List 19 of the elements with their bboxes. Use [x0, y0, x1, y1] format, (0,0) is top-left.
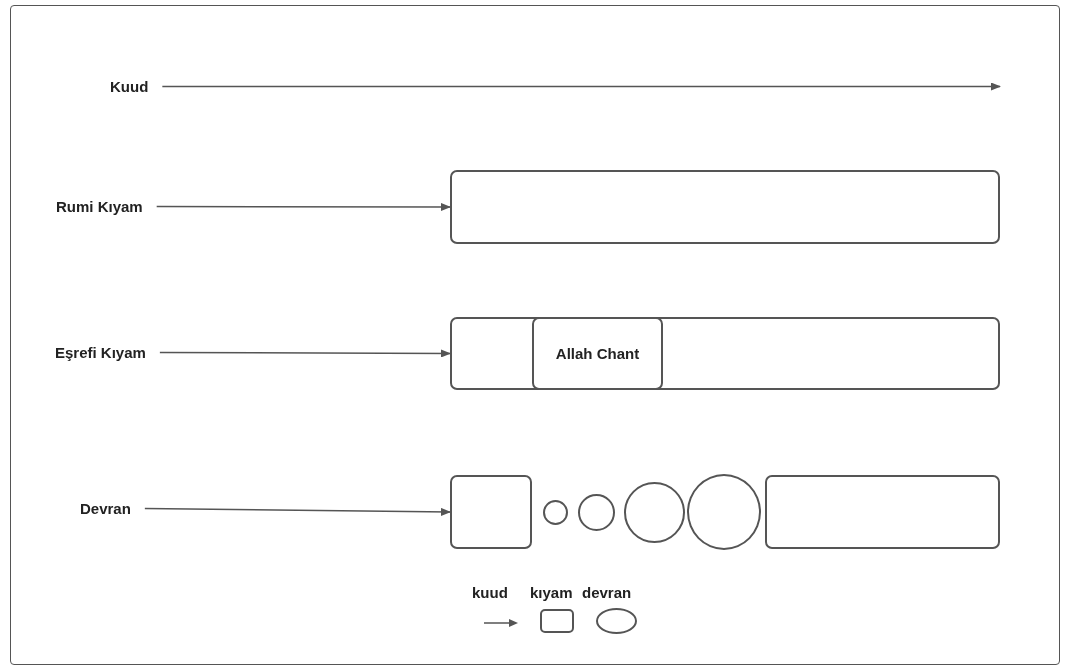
- legend-label: kuud: [472, 584, 508, 601]
- circle-shape: [624, 482, 685, 543]
- rounded-bar: [450, 317, 1000, 390]
- arrow: [161, 82, 1001, 91]
- rounded-bar: [450, 170, 1000, 244]
- circle-shape: [578, 494, 615, 531]
- arrow: [159, 349, 451, 358]
- row-label: Eşrefi Kıyam: [55, 344, 146, 361]
- row-label: Kuud: [110, 78, 149, 95]
- arrow: [144, 507, 451, 516]
- row-label: Rumi Kıyam: [56, 198, 143, 215]
- rounded-bar: [765, 475, 1000, 549]
- chant-box: Allah Chant: [532, 317, 663, 390]
- arrow: [155, 203, 451, 211]
- legend-label: devran: [582, 584, 632, 601]
- rounded-bar: [450, 475, 532, 549]
- legend-label: kıyam: [530, 584, 573, 601]
- row-label: Devran: [80, 500, 131, 517]
- circle-shape: [543, 500, 568, 525]
